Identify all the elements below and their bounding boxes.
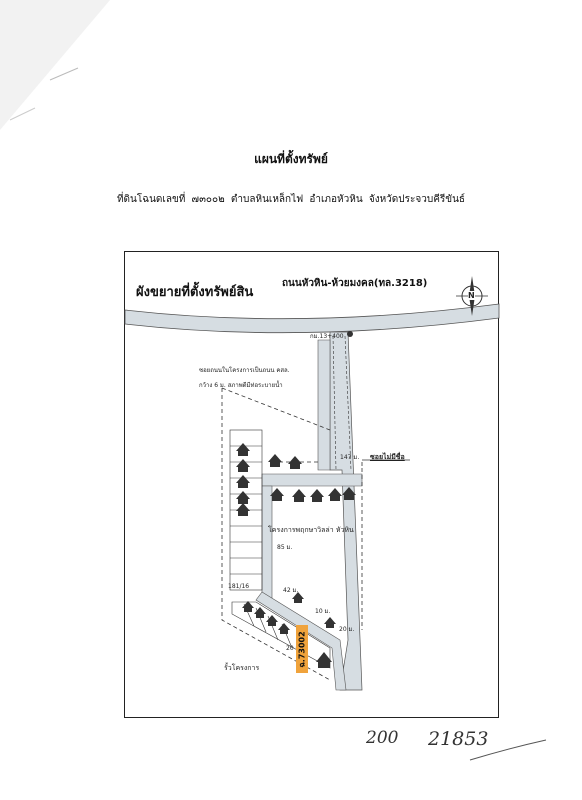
access-road	[329, 331, 363, 691]
house-icon	[236, 459, 250, 472]
compass-letter: N	[468, 291, 475, 300]
distance-label: 10 ม.	[315, 608, 331, 615]
map-frame	[124, 251, 499, 718]
house-icon	[278, 623, 290, 634]
map-title: ผังขยายที่ตั้งทรัพย์สิน	[136, 285, 254, 300]
house-icon	[270, 488, 284, 501]
soi-label: ซอยไม่มีชื่อ	[370, 453, 405, 461]
house-icon	[254, 607, 266, 618]
handwritten-number-right: 21853	[428, 728, 489, 750]
handwritten-number-left: 200	[366, 728, 399, 748]
project-boundary	[221, 387, 363, 681]
road-label: ถนนหัวหิน-ห้วยมงคล(ทล.3218)	[282, 278, 428, 289]
fence-label: รั้วโครงการ	[224, 664, 260, 672]
house-icon	[236, 475, 250, 488]
house-icon	[236, 503, 250, 516]
lot-grid	[229, 429, 263, 591]
house-icon	[288, 456, 302, 469]
document-subtitle: ที่ดินโฉนดเลขที่ ๗๓๐๐๒ ตำบลหินเหล็กไฟ อำ…	[116, 194, 466, 205]
access-road-dash	[332, 335, 352, 471]
internal-road-diag	[255, 591, 347, 691]
house-icon	[328, 488, 342, 501]
house-icon	[310, 489, 324, 502]
folded-corner	[0, 0, 110, 130]
house-icon	[342, 487, 356, 500]
deed-badge: ฉ.73002	[296, 625, 308, 673]
distance-label: 42 ม.	[283, 587, 299, 594]
house-icon	[268, 454, 282, 467]
house-icon	[236, 491, 250, 504]
distance-label: 20 ม.	[286, 645, 302, 652]
house-icon	[316, 652, 332, 668]
house-icon	[266, 615, 278, 626]
km-marker-label: กม.13+400	[310, 333, 344, 340]
house-icon	[292, 592, 304, 603]
road-note-line2: กว้าง 6 ม. สภาพดีมีท่อระบายน้ำ	[199, 382, 283, 389]
plot-code-label: 181/16	[228, 583, 250, 590]
road-note-line1: ซอยถนนในโครงการเป็นถนน คสล.	[199, 367, 290, 374]
house-icon	[242, 601, 254, 612]
houses	[236, 443, 356, 668]
km-marker-icon	[347, 331, 353, 337]
main-road	[124, 303, 500, 334]
side-road	[317, 339, 331, 471]
distance-label: 147 ม.	[340, 454, 360, 461]
project-label: โครงการพฤกษาวิลล่า หัวหิน	[268, 526, 354, 534]
house-icon	[324, 617, 336, 628]
distance-label: 85 ม.	[277, 544, 293, 551]
distance-label: 20 ม.	[339, 626, 355, 633]
house-icon	[236, 443, 250, 456]
house-icon	[292, 489, 306, 502]
document-title: แผนที่ตั้งทรัพย์	[254, 152, 328, 166]
